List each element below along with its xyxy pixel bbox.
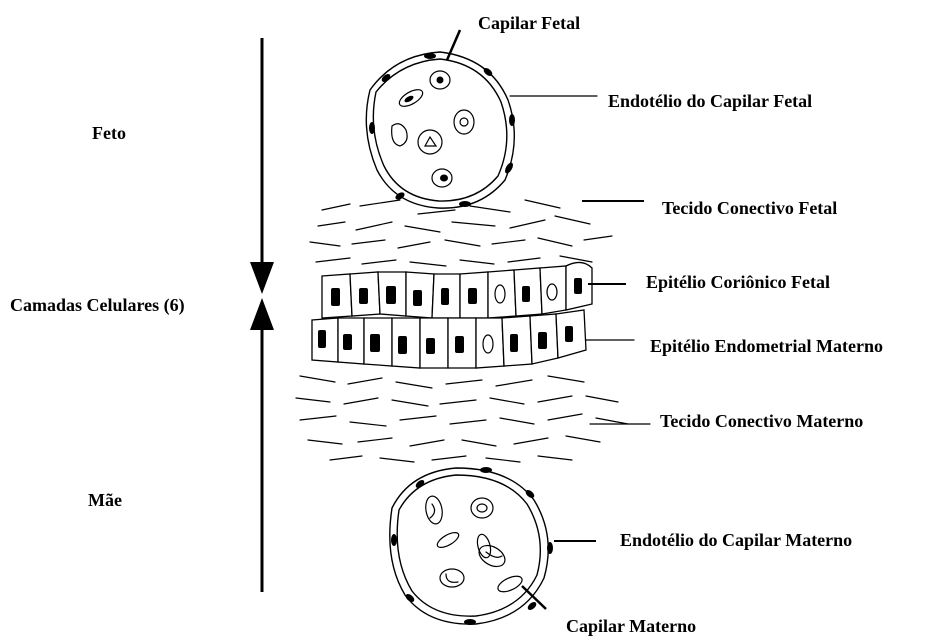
label-feto: Feto <box>92 124 126 142</box>
label-mae: Mãe <box>88 491 122 509</box>
fetal-capillary <box>366 52 515 208</box>
label-capilar-fetal: Capilar Fetal <box>478 14 580 32</box>
label-tecido-conectivo-fetal: Tecido Conectivo Fetal <box>662 199 837 217</box>
label-epitelio-endometrial-materno: Epitélio Endometrial Materno <box>650 337 883 355</box>
label-endotelio-capilar-fetal: Endotélio do Capilar Fetal <box>608 92 812 110</box>
label-endotelio-capilar-materno: Endotélio do Capilar Materno <box>620 531 852 549</box>
label-camadas-celulares: Camadas Celulares (6) <box>10 296 185 314</box>
fetal-chorionic-epithelium <box>322 262 592 318</box>
label-epitelio-corionico-fetal: Epitélio Coriônico Fetal <box>646 273 830 291</box>
label-tecido-conectivo-materno: Tecido Conectivo Materno <box>660 412 863 430</box>
fetal-connective-tissue <box>310 200 612 266</box>
maternal-endometrial-epithelium <box>312 310 586 368</box>
maternal-connective-tissue <box>296 376 628 462</box>
mother-to-fetus-arrow <box>250 298 274 592</box>
label-capilar-materno: Capilar Materno <box>566 617 696 635</box>
maternal-capillary <box>390 467 553 625</box>
fetus-to-mother-arrow <box>250 38 274 294</box>
